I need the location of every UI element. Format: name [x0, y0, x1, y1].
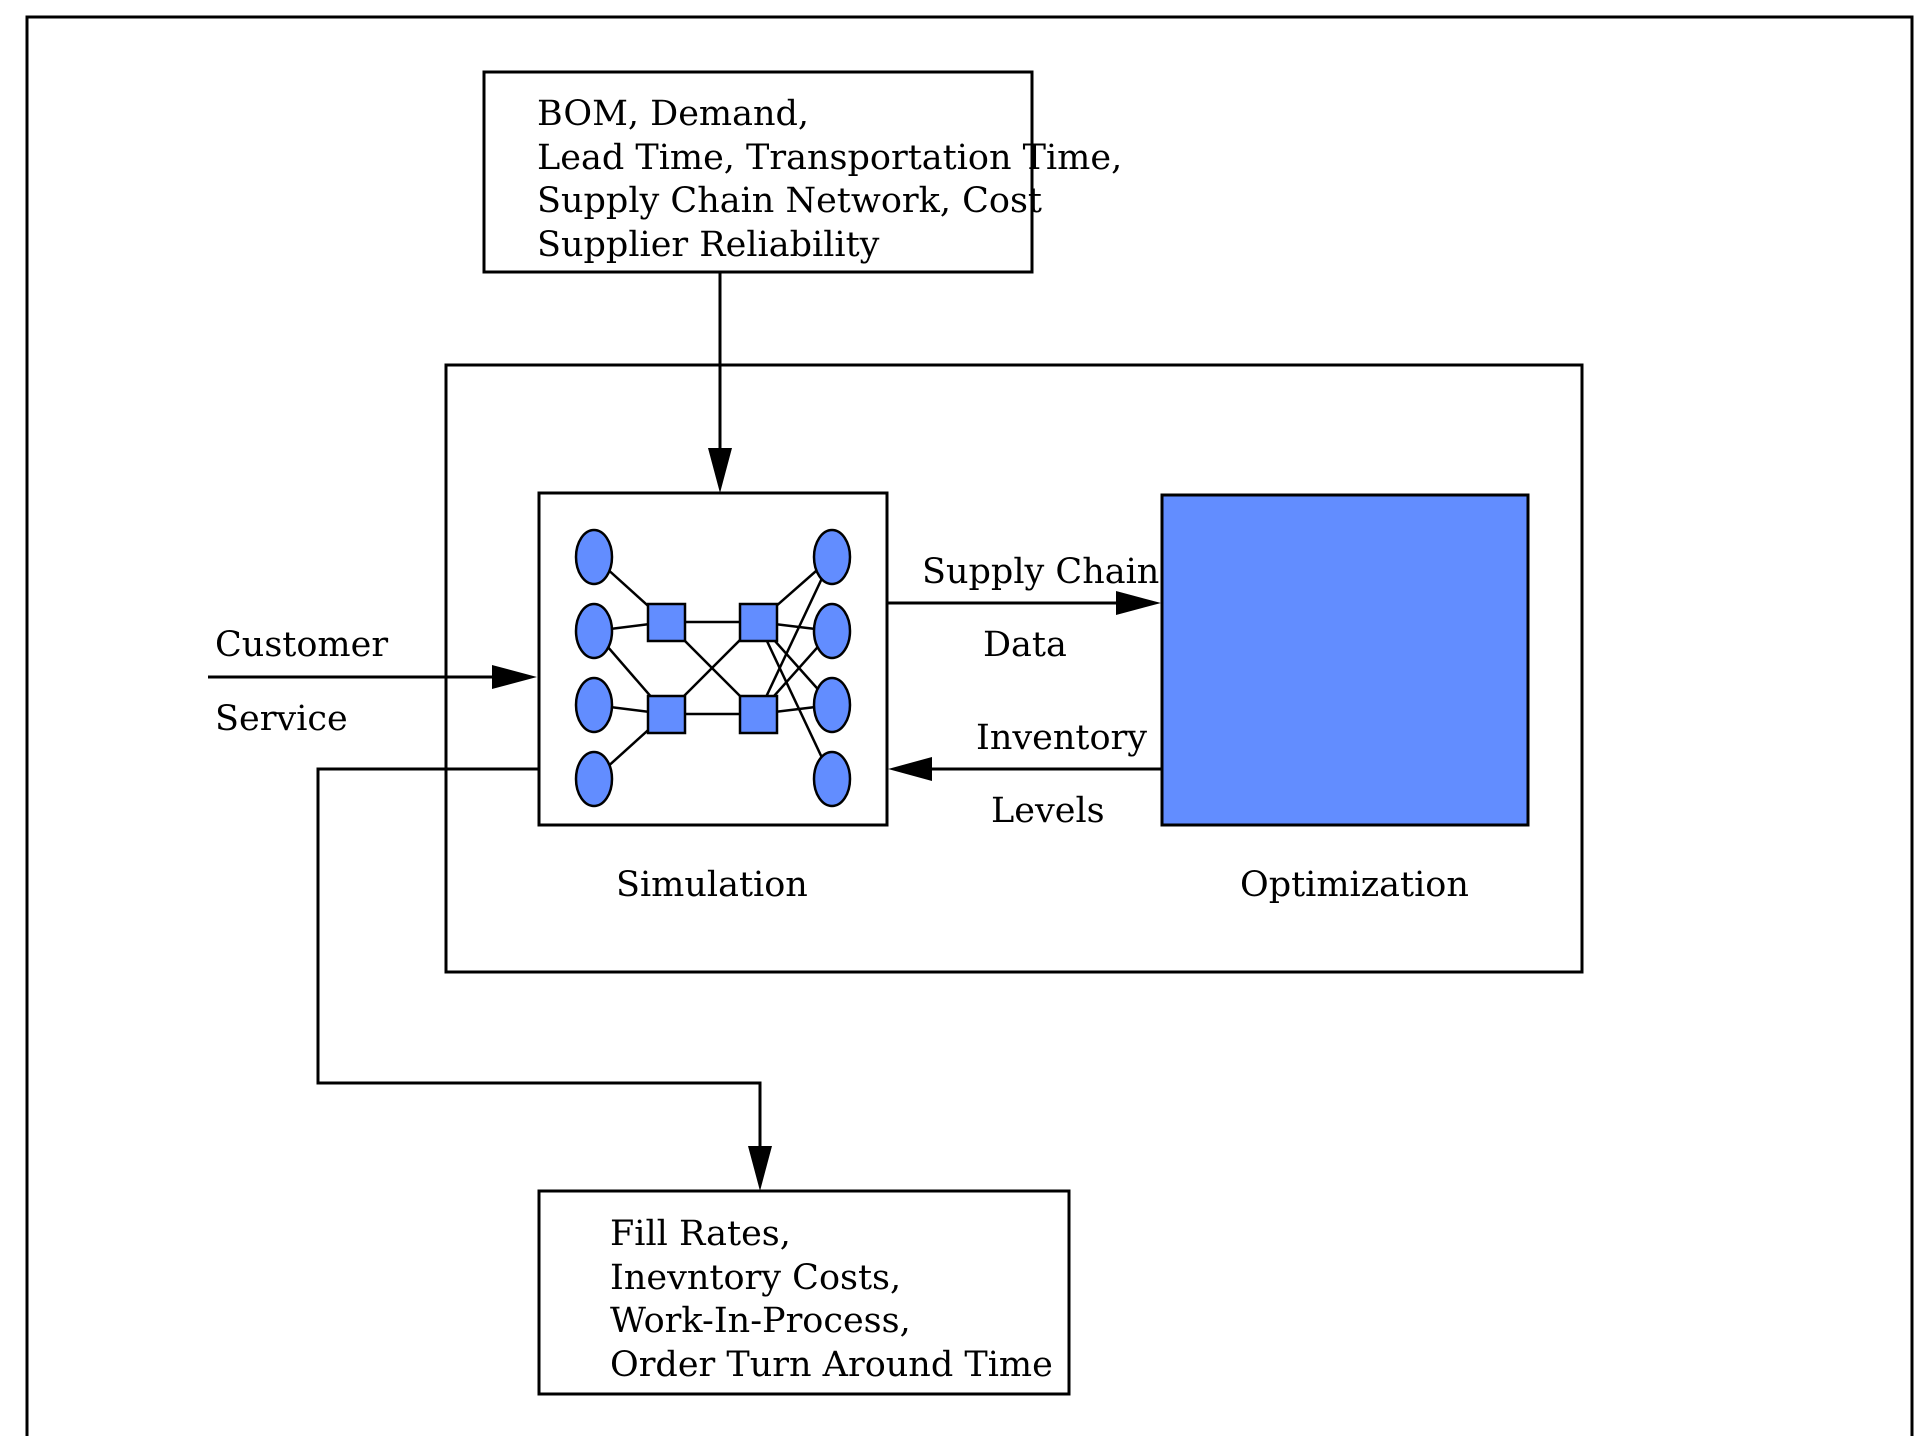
inputs-line-2: Lead Time, Transportation Time, [537, 138, 1122, 178]
sim-process-node-2 [646, 694, 687, 735]
inventory-levels-label-line-2: Levels [991, 791, 1105, 831]
simulation-to-outputs-path [316, 767, 772, 1191]
sim-sink-node-4 [812, 750, 852, 808]
inputs-box: BOM, Demand, Lead Time, Transportation T… [482, 70, 1122, 274]
simulation-box [537, 491, 889, 827]
supply-chain-data-arrow [887, 591, 1161, 615]
sim-process-node-3 [738, 602, 779, 643]
outputs-line-3: Work-In-Process, [610, 1301, 911, 1341]
sim-source-node-1 [574, 528, 614, 586]
customer-service-arrow [208, 665, 537, 689]
sim-sink-node-1 [812, 528, 852, 586]
inventory-levels-label-line-1: Inventory [976, 718, 1147, 758]
outputs-box: Fill Rates, Inevntory Costs, Work-In-Pro… [537, 1189, 1071, 1396]
optimization-label: Optimization [1240, 865, 1469, 905]
customer-service-label-line-2: Service [215, 699, 348, 739]
inputs-to-simulation-arrow [708, 272, 732, 493]
sim-process-node-1 [646, 602, 687, 643]
inventory-levels-arrow [888, 757, 1162, 781]
optimization-box [1160, 493, 1530, 827]
inputs-box-border [482, 70, 1034, 274]
outer-frame [25, 15, 1914, 1436]
outputs-line-4: Order Turn Around Time [610, 1345, 1053, 1385]
inputs-line-4: Supplier Reliability [537, 225, 880, 265]
sim-sink-node-2 [812, 602, 852, 660]
supply-chain-data-label-line-1: Supply Chain [922, 552, 1159, 592]
inputs-line-1: BOM, Demand, [537, 94, 809, 134]
customer-service-label-line-1: Customer [215, 625, 388, 665]
inputs-line-3: Supply Chain Network, Cost [537, 181, 1042, 221]
simulation-label: Simulation [616, 865, 808, 905]
sim-sink-node-3 [812, 676, 852, 734]
sim-source-node-4 [574, 750, 614, 808]
sim-source-node-2 [574, 602, 614, 660]
outputs-box-border [537, 1189, 1071, 1396]
supply-chain-data-label-line-2: Data [983, 625, 1067, 665]
outputs-line-1: Fill Rates, [610, 1214, 791, 1254]
outputs-line-2: Inevntory Costs, [610, 1258, 901, 1298]
sim-process-node-4 [738, 694, 779, 735]
sim-source-node-3 [574, 676, 614, 734]
